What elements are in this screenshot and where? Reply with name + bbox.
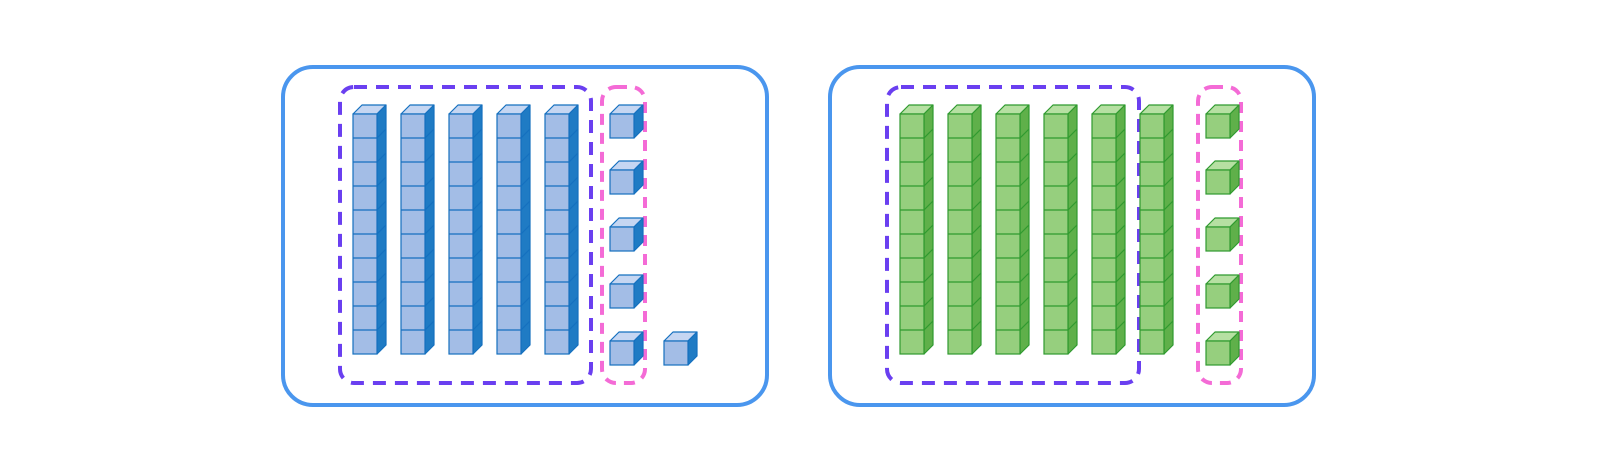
- left-panel-tens-rod: [400, 104, 435, 355]
- right-panel-tens-rod: [995, 104, 1030, 355]
- right-panel-unit-cube: [1205, 104, 1240, 139]
- right-panel-ones-group: [1196, 85, 1243, 385]
- left-panel-extra-unit-cube: [663, 331, 698, 366]
- right-panel-unit-cube: [1205, 331, 1240, 366]
- left-panel-tens-rod: [352, 104, 387, 355]
- right-panel-tens-rod: [899, 104, 934, 355]
- right-panel-tens-rod: [1139, 104, 1174, 355]
- left-panel-tens-group: [338, 85, 593, 385]
- left-panel-border: [281, 65, 769, 407]
- left-panel-unit-cube: [609, 160, 644, 195]
- left-panel-ones-group: [600, 85, 647, 385]
- left-panel-unit-cube: [609, 331, 644, 366]
- right-panel-border: [828, 65, 1316, 407]
- right-panel-tens-rod: [1043, 104, 1078, 355]
- right-panel-unit-cube: [1205, 217, 1240, 252]
- right-panel-tens-rod: [947, 104, 982, 355]
- left-panel-tens-rod: [544, 104, 579, 355]
- right-panel-tens-group: [885, 85, 1141, 385]
- left-panel-tens-rod: [448, 104, 483, 355]
- left-panel-tens-rod: [496, 104, 531, 355]
- left-panel-unit-cube: [609, 274, 644, 309]
- right-panel-unit-cube: [1205, 160, 1240, 195]
- left-panel-unit-cube: [609, 217, 644, 252]
- right-panel-unit-cube: [1205, 274, 1240, 309]
- right-panel-tens-rod: [1091, 104, 1126, 355]
- left-panel-unit-cube: [609, 104, 644, 139]
